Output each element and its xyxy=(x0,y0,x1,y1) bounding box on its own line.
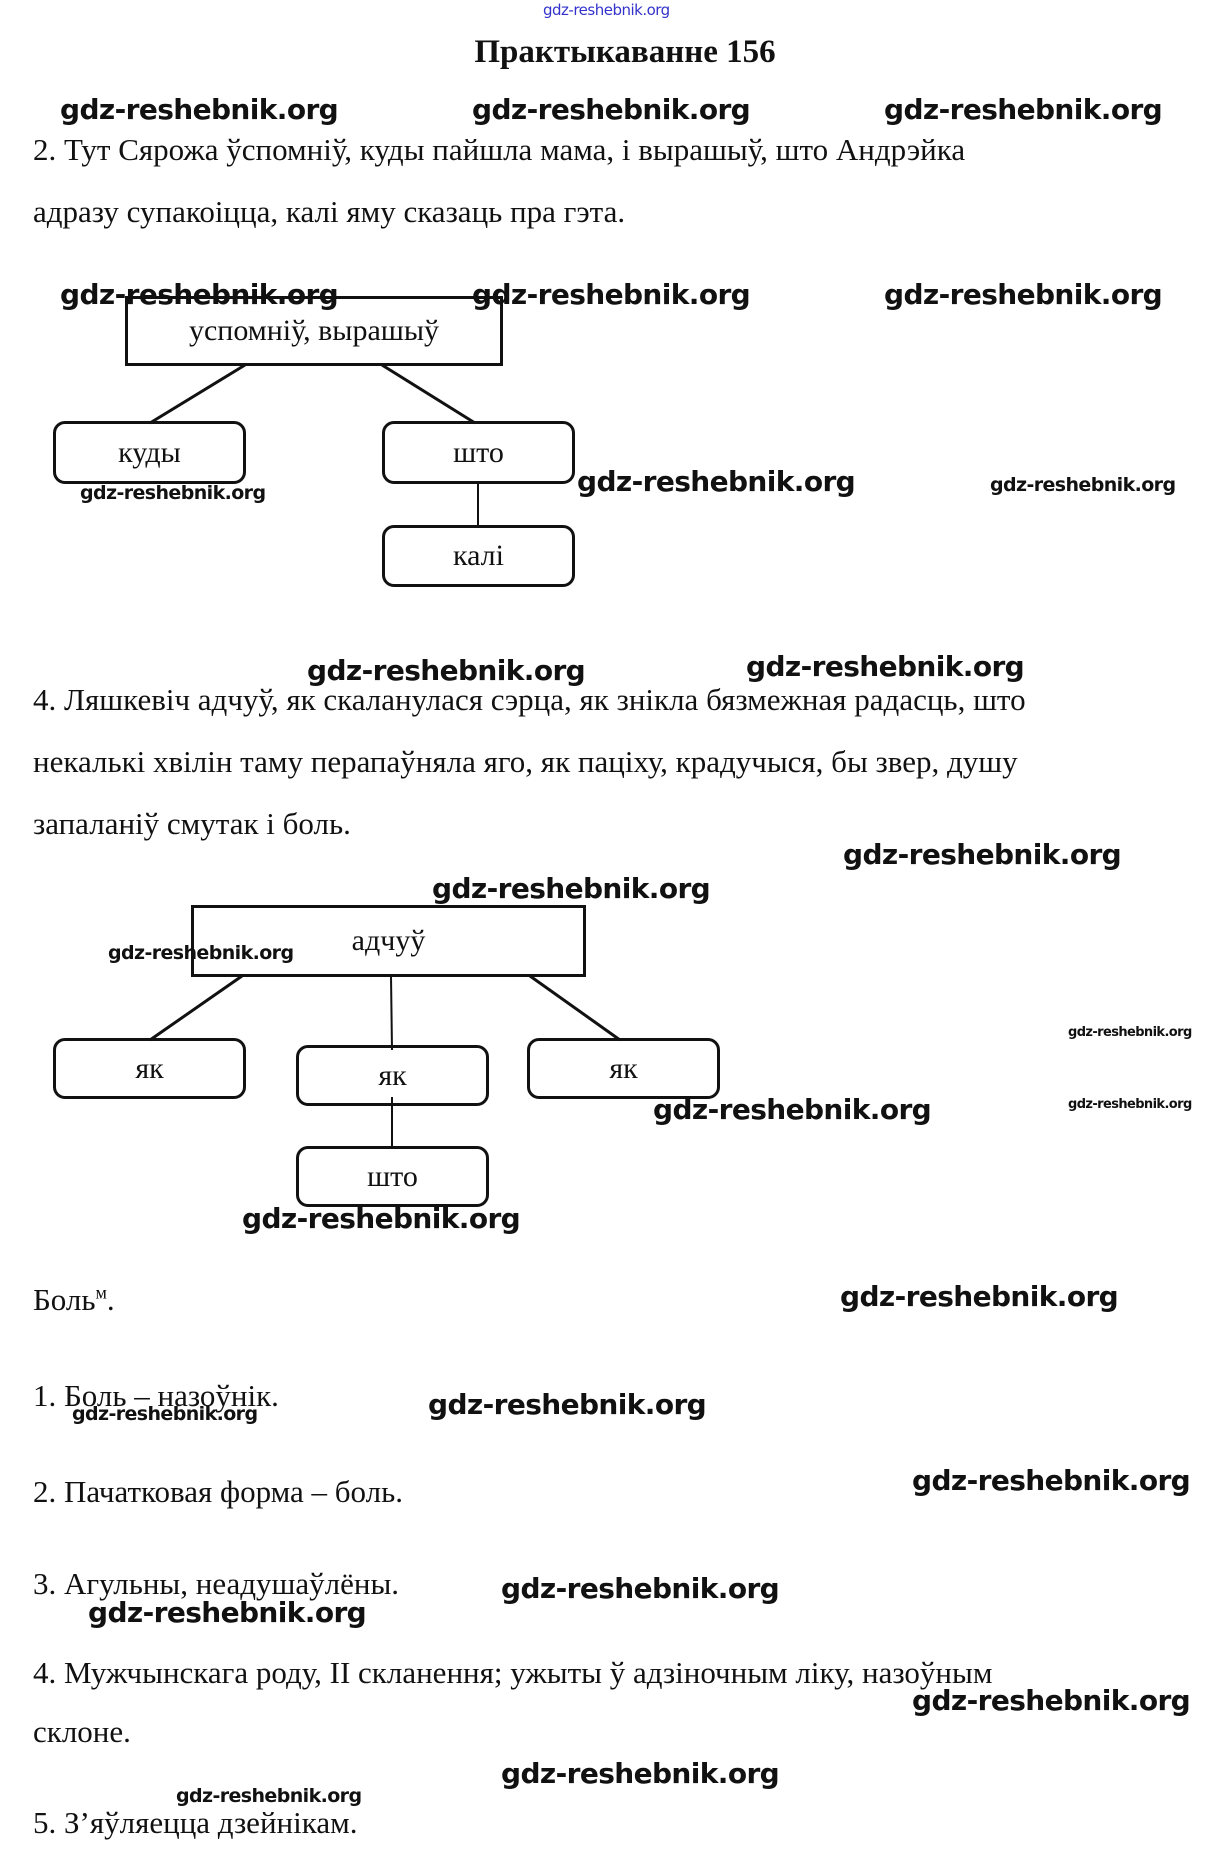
diagram2-child-node-yak-3: як xyxy=(527,1038,720,1099)
diagram1-root-node: успомніў, вырашыў xyxy=(125,296,503,366)
watermark: gdz-reshebnik.org xyxy=(912,1464,1191,1497)
diagram1-child-node-kudy: куды xyxy=(53,421,246,484)
diagram2-root-node: адчуў xyxy=(191,905,586,977)
connector-root-yak3 xyxy=(529,974,621,1042)
analysis-item-2: 2. Пачатковая форма – боль. xyxy=(33,1474,403,1509)
diagram1-child-label: куды xyxy=(118,435,181,469)
analysis-item-3: 3. Агульны, неадушаўлёны. xyxy=(33,1566,400,1601)
watermark: gdz-reshebnik.org xyxy=(1068,1097,1192,1112)
watermark: gdz-reshebnik.org xyxy=(843,838,1122,871)
analysis-item-1: 1. Боль – назоўнік. xyxy=(33,1378,279,1413)
watermark: gdz-reshebnik.org xyxy=(428,1388,707,1421)
watermark: gdz-reshebnik.org xyxy=(1068,1025,1192,1040)
diagram2-child-node-yak-2: як xyxy=(296,1045,489,1106)
watermark: gdz-reshebnik.org xyxy=(72,1403,258,1425)
analysis-word-end: . xyxy=(106,1282,115,1317)
page-title: Практыкаванне 156 xyxy=(474,34,776,70)
diagram1-grandchild-label: калі xyxy=(452,539,504,572)
diagram2-child-label: як xyxy=(378,1058,407,1092)
watermark: gdz-reshebnik.org xyxy=(242,1202,521,1235)
watermark: gdz-reshebnik.org xyxy=(176,1785,362,1807)
diagram2-child-label: як xyxy=(135,1051,164,1085)
watermark: gdz-reshebnik.org xyxy=(884,278,1163,311)
sentence-2-line-2: адразу супакоіцца, калі яму сказаць пра … xyxy=(33,194,626,229)
watermark: gdz-reshebnik.org xyxy=(840,1280,1119,1313)
connector-root-kudy xyxy=(149,363,246,425)
diagram2-grandchild-node-shto: што xyxy=(296,1146,489,1207)
watermark: gdz-reshebnik.org xyxy=(60,93,339,126)
watermark: gdz-reshebnik.org xyxy=(990,474,1176,496)
diagram2-child-node-yak-1: як xyxy=(53,1038,246,1099)
watermark: gdz-reshebnik.org xyxy=(653,1093,932,1126)
watermark: gdz-reshebnik.org xyxy=(60,278,339,311)
watermark: gdz-reshebnik.org xyxy=(108,942,294,964)
watermark: gdz-reshebnik.org xyxy=(746,650,1025,683)
sentence-4-line-1: 4. Ляшкевіч адчуў, як скаланулася сэрца,… xyxy=(33,682,1026,717)
watermark: gdz-reshebnik.org xyxy=(80,482,266,504)
sentence-2-line-1: 2. Тут Сярожа ўспомніў, куды пайшла мама… xyxy=(33,132,966,167)
watermark: gdz-reshebnik.org xyxy=(501,1572,780,1605)
analysis-item-4-line-1: 4. Мужчынскага роду, II скланення; ужыты… xyxy=(33,1655,993,1690)
watermark: gdz-reshebnik.org xyxy=(432,872,711,905)
diagram1-child-label: што xyxy=(453,435,504,469)
analysis-word: Больм. xyxy=(33,1282,115,1318)
watermark: gdz-reshebnik.org xyxy=(307,654,586,687)
diagram1-root-label: успомніў, вырашыў xyxy=(188,314,440,347)
connector-root-yak1 xyxy=(149,974,243,1042)
watermark: gdz-reshebnik.org xyxy=(912,1684,1191,1717)
diagram2-child-label: як xyxy=(609,1051,638,1085)
sentence-4-line-2: некалькі хвілін таму перапаўняла яго, як… xyxy=(33,744,1018,779)
watermark: gdz-reshebnik.org xyxy=(501,1757,780,1790)
watermark: gdz-reshebnik.org xyxy=(884,93,1163,126)
analysis-item-5: 5. З’яўляецца дзейнікам. xyxy=(33,1805,358,1840)
diagram1-child-node-shto: што xyxy=(382,421,575,484)
site-watermark: gdz-reshebnik.org xyxy=(543,1,670,19)
sentence-4-line-3: запаланіў смутак і боль. xyxy=(33,806,351,841)
connector-root-yak2 xyxy=(390,975,393,1051)
analysis-word-mark: м xyxy=(95,1282,107,1303)
diagram1-grandchild-node-kali: калі xyxy=(382,525,575,587)
watermark: gdz-reshebnik.org xyxy=(577,465,856,498)
diagram2-grandchild-label: што xyxy=(367,1159,418,1193)
analysis-word-text: Боль xyxy=(33,1282,96,1317)
watermark: gdz-reshebnik.org xyxy=(472,278,751,311)
diagram2-root-label: адчуў xyxy=(351,924,426,957)
watermark: gdz-reshebnik.org xyxy=(88,1596,367,1629)
analysis-item-4-line-2: склоне. xyxy=(33,1714,131,1749)
watermark: gdz-reshebnik.org xyxy=(472,93,751,126)
connector-root-shto xyxy=(381,363,476,425)
